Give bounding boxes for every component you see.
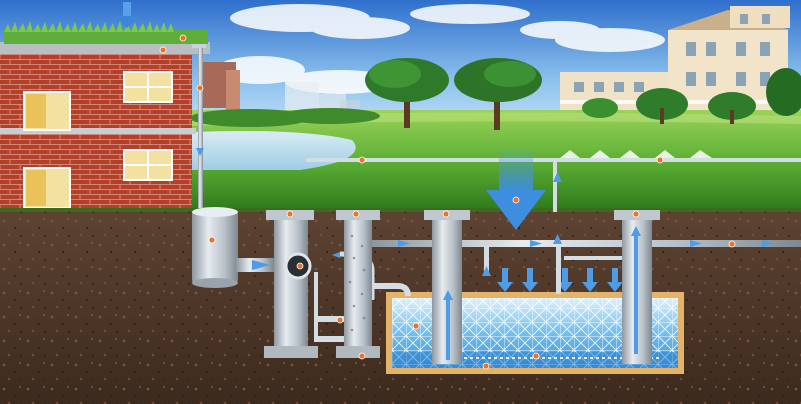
sprinkler-icon [560, 150, 712, 158]
background-buildings [200, 62, 360, 114]
roof-downpipe [198, 44, 203, 212]
green-roof [4, 30, 208, 44]
down-arrow-icon [116, 2, 138, 28]
trees-right [582, 68, 801, 124]
tree-left [365, 58, 449, 128]
irrigation-pipe [306, 158, 801, 212]
hedge [190, 108, 380, 127]
number-marker-icon [159, 34, 736, 370]
treatment-column [336, 210, 380, 358]
rain-arrow-icon [486, 150, 546, 230]
house [0, 21, 210, 210]
tree-center [454, 58, 542, 130]
house-window [23, 71, 173, 209]
collection-tank [192, 207, 274, 288]
